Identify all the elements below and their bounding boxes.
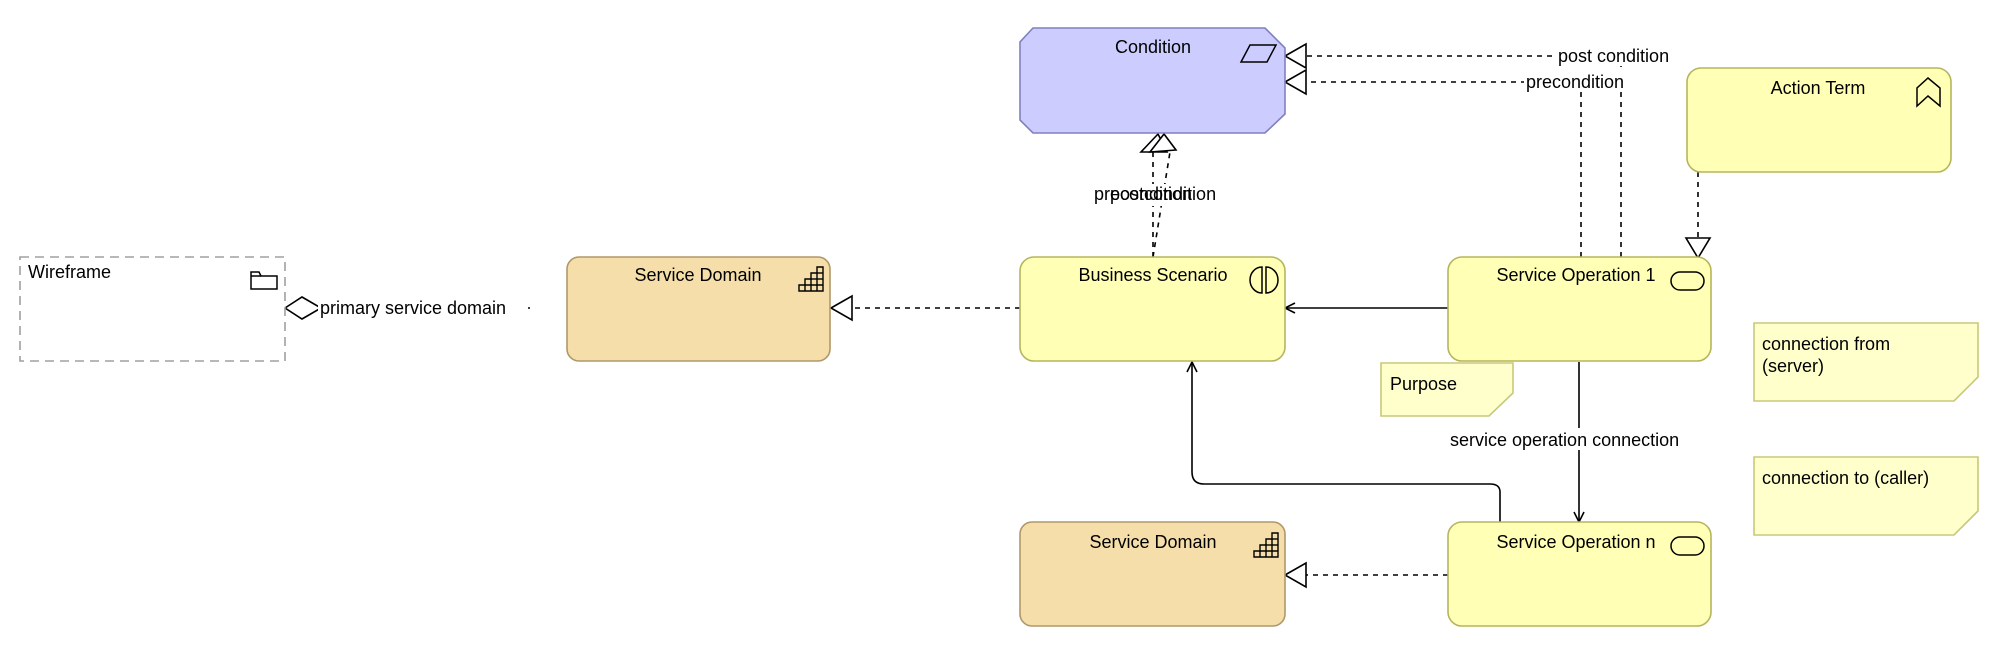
realization-triangle-icon bbox=[1283, 561, 1307, 589]
grid-staircase-icon bbox=[798, 266, 824, 292]
parallelogram-icon bbox=[1239, 44, 1278, 63]
node-label-service-operation-1: Service Operation 1 bbox=[1496, 265, 1655, 285]
node-action-term[interactable]: Action Term bbox=[1686, 67, 1952, 173]
node-service-domain-1[interactable]: Service Domain bbox=[566, 256, 831, 362]
edge-precondition-top[interactable]: precondition bbox=[1283, 68, 1636, 257]
chevron-up-icon bbox=[1916, 77, 1941, 108]
service-pill-icon bbox=[1670, 536, 1705, 556]
note-label-purpose: Purpose bbox=[1390, 374, 1457, 394]
edge-operationn-realizes-domain[interactable] bbox=[1283, 561, 1448, 589]
grid-staircase-icon bbox=[1253, 532, 1279, 558]
note-connection-to[interactable]: connection to (caller) bbox=[1753, 456, 1979, 536]
edge-label-post-condition: post condition bbox=[1558, 46, 1669, 66]
edge-post-condition-top[interactable]: post condition bbox=[1283, 42, 1684, 257]
realization-triangle-icon bbox=[1148, 132, 1178, 153]
note-purpose[interactable]: Purpose bbox=[1380, 362, 1514, 417]
node-label-service-domain-1: Service Domain bbox=[634, 265, 761, 285]
node-label-service-operation-n: Service Operation n bbox=[1496, 532, 1655, 552]
edge-service-operation-connection[interactable]: service operation connection bbox=[1448, 362, 1710, 522]
edge-primary-service-domain[interactable]: primary service domain bbox=[283, 296, 530, 320]
node-wireframe[interactable]: Wireframe bbox=[19, 256, 286, 362]
note-label-connection-to: connection to (caller) bbox=[1762, 468, 1929, 488]
edge-label-precondition-mid: precondition bbox=[1094, 184, 1192, 204]
edge-label-postcondition-mid: postcondition bbox=[1110, 184, 1216, 204]
realization-triangle-icon bbox=[829, 294, 853, 322]
node-label-action-term: Action Term bbox=[1771, 78, 1866, 98]
node-service-domain-2[interactable]: Service Domain bbox=[1019, 521, 1286, 627]
edge-scenario-realizes-domain[interactable] bbox=[829, 294, 1020, 322]
node-label-business-scenario: Business Scenario bbox=[1078, 265, 1227, 285]
realization-triangle-icon bbox=[1684, 237, 1712, 260]
note-label-connection-from-line1: connection from bbox=[1762, 334, 1890, 354]
edge-action-term-to-operation1[interactable] bbox=[1684, 172, 1712, 260]
node-label-service-domain-2: Service Domain bbox=[1089, 532, 1216, 552]
note-connection-from[interactable]: connection from (server) bbox=[1753, 322, 1979, 402]
node-label-wireframe: Wireframe bbox=[28, 262, 111, 282]
realization-triangle-icon bbox=[1283, 42, 1307, 70]
node-service-operation-n[interactable]: Service Operation n bbox=[1447, 521, 1712, 627]
edges: primary service domain service operation… bbox=[283, 42, 1712, 589]
edge-label-service-operation-connection: service operation connection bbox=[1450, 430, 1679, 450]
realization-triangle-icon bbox=[1283, 68, 1307, 96]
node-label-condition: Condition bbox=[1115, 37, 1191, 57]
edge-label-primary-service-domain: primary service domain bbox=[320, 298, 506, 318]
node-condition[interactable]: Condition bbox=[1019, 27, 1286, 134]
interaction-icon bbox=[1249, 266, 1279, 294]
edge-label-precondition: precondition bbox=[1526, 72, 1624, 92]
note-label-connection-from-line2: (server) bbox=[1762, 356, 1824, 376]
edge-operationn-to-scenario[interactable] bbox=[1192, 362, 1501, 522]
aggregation-diamond-icon bbox=[283, 296, 323, 320]
service-pill-icon bbox=[1670, 271, 1705, 291]
node-service-operation-1[interactable]: Service Operation 1 bbox=[1447, 256, 1712, 362]
node-business-scenario[interactable]: Business Scenario bbox=[1019, 256, 1286, 362]
folder-icon bbox=[250, 271, 278, 290]
edge-scenario-conditions[interactable]: precondition postcondition bbox=[1094, 132, 1234, 258]
